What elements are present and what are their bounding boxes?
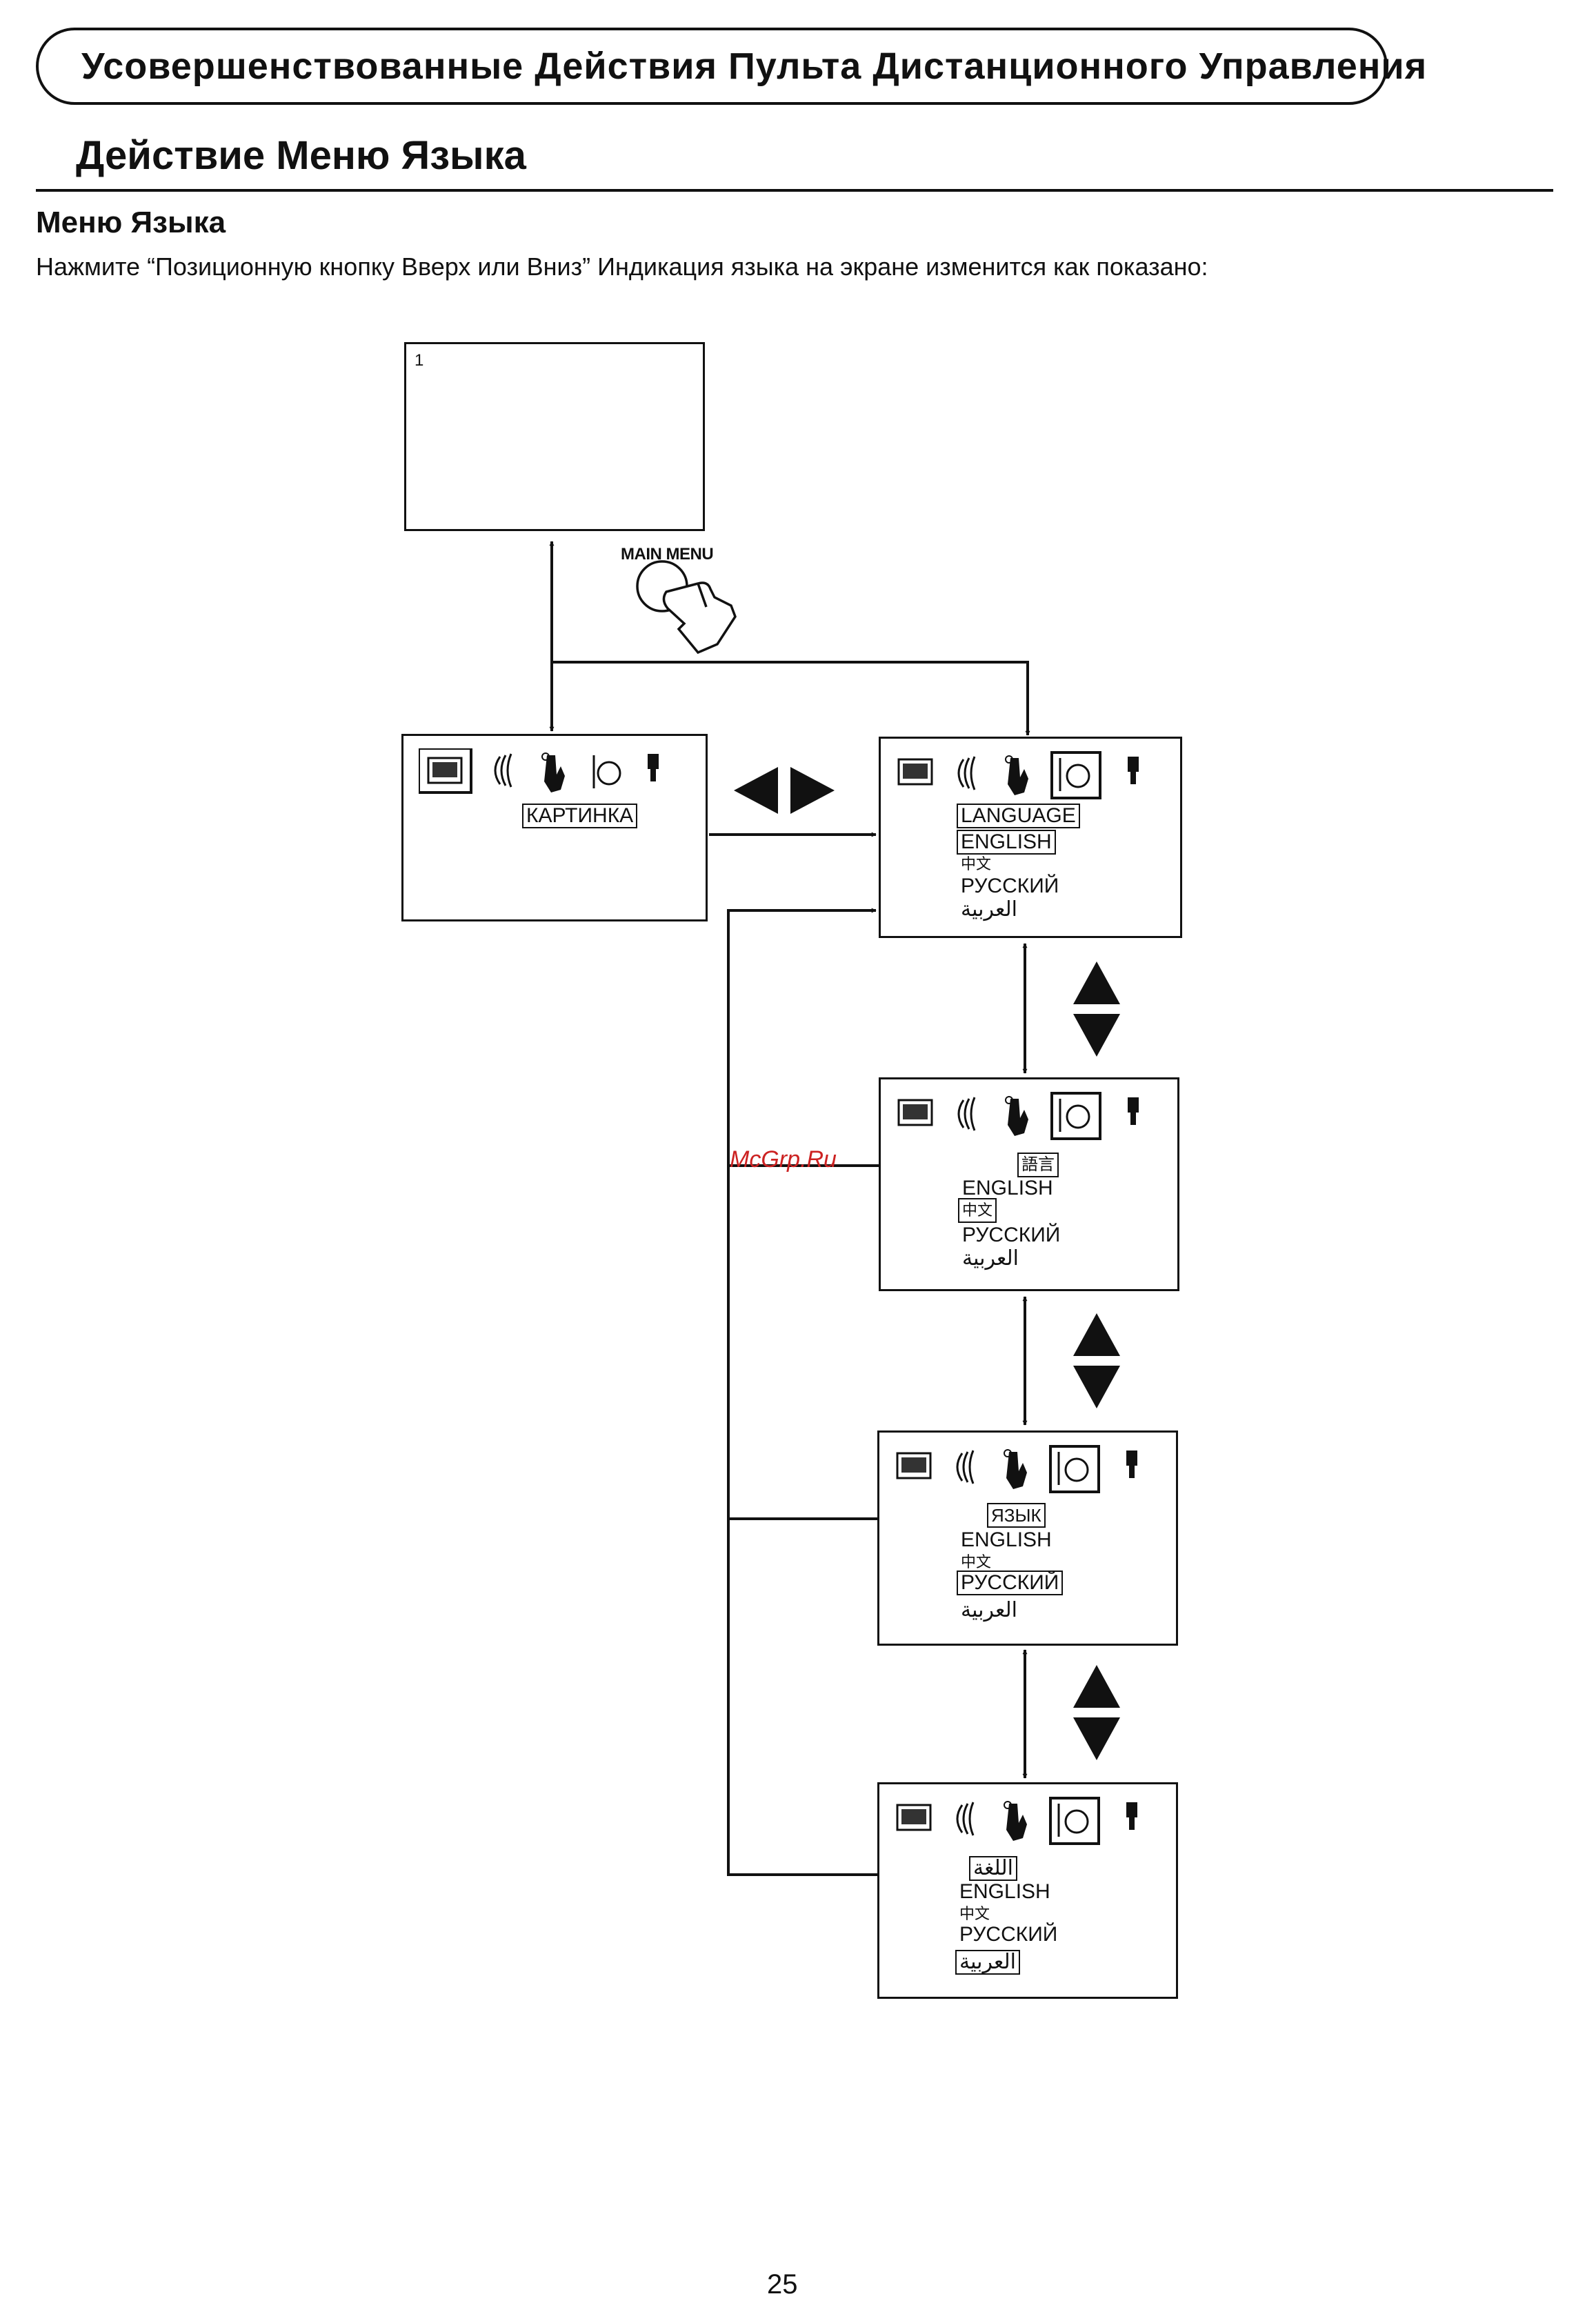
page-number: 25 [767,2269,798,2300]
option-russian: РУССКИЙ [957,1571,1064,1595]
return-loop [727,908,879,1876]
power-plug-icon [648,754,659,781]
language-menu-screen-3: ЯЗЫК ENGLISH 中文 РУССКИЙ العربية [877,1430,1178,1646]
option-chinese: 中文 [961,855,992,873]
tv-screen: 1 [404,342,705,531]
option-english: ENGLISH [959,1880,1050,1903]
watermark: McGrp.Ru [730,1146,837,1173]
menu-icon-row [897,751,1139,799]
hand-setup-icon [1005,755,1028,795]
power-plug-icon [1126,1802,1137,1830]
language-dial-icon [592,755,621,788]
language-dial-icon [1057,1452,1089,1485]
section-title: Действие Меню Языка [76,133,526,178]
sound-icon [957,1097,976,1131]
picture-icon [896,1452,932,1479]
subsection-title: Меню Языка [36,206,226,239]
option-english: ENGLISH [957,830,1056,855]
language-heading: ЯЗЫК [987,1503,1046,1528]
option-chinese: 中文 [959,1905,990,1922]
language-menu-screen-4: اللغة ENGLISH 中文 РУССКИЙ العربية [877,1782,1178,1999]
language-heading: LANGUAGE [957,804,1080,828]
option-english: ENGLISH [961,1528,1052,1551]
chapter-banner: Усовершенствованные Действия Пульта Дист… [36,28,1426,105]
main-menu-screen: КАРТИНКА [401,734,708,921]
picture-icon [427,757,463,784]
hand-setup-icon [1004,1449,1027,1489]
language-dial-icon [1059,758,1090,791]
language-menu-screen-1: LANGUAGE ENGLISH 中文 РУССКИЙ العربية [879,737,1182,938]
power-plug-icon [1126,1450,1137,1478]
section-divider [36,189,1553,192]
option-english: ENGLISH [962,1177,1053,1199]
power-plug-icon [1128,757,1139,784]
hand-setup-icon [1005,1096,1028,1136]
picture-icon [897,758,933,786]
menu-icon-row [419,748,659,794]
main-menu-button-label: MAIN MENU [621,545,714,564]
sound-icon [956,1450,975,1484]
option-chinese: 中文 [961,1553,992,1571]
picture-icon [897,1099,933,1126]
option-arabic: العربية [955,1950,1020,1975]
hand-setup-icon [541,752,565,792]
power-plug-icon [1128,1097,1139,1125]
hand-setup-icon [1004,1801,1027,1841]
pointing-finger-press-icon [636,560,737,655]
option-russian: РУССКИЙ [959,1923,1058,1946]
option-russian: РУССКИЙ [962,1224,1061,1246]
arrow-to-language-menu [552,661,1030,736]
sound-icon [956,1802,975,1836]
up-down-triangle-icons [1073,961,1120,1760]
option-arabic: العربية [961,1598,1017,1622]
language-heading: 語言 [1017,1153,1059,1177]
instruction-text: Нажмите “Позиционную кнопку Вверх или Вн… [36,252,1208,281]
option-chinese: 中文 [958,1198,997,1223]
left-right-triangle-icons [734,767,835,814]
sound-icon [957,756,976,790]
sound-icon [494,753,512,788]
language-dial-icon [1059,1099,1090,1132]
menu-icon-row [897,1092,1139,1140]
menu-icon-row [896,1797,1137,1845]
option-arabic: العربية [961,897,1017,921]
language-menu-screen-2: 語言 ENGLISH 中文 РУССКИЙ العربية [879,1077,1179,1291]
option-arabic: العربية [962,1246,1019,1270]
language-heading: اللغة [969,1856,1017,1881]
chapter-title: Усовершенствованные Действия Пульта Дист… [81,46,1428,87]
picture-icon [896,1804,932,1831]
option-russian: РУССКИЙ [961,875,1059,897]
menu-icon-row [896,1445,1137,1493]
screen-number: 1 [415,351,424,370]
main-menu-highlighted-label: КАРТИНКА [522,804,638,828]
language-dial-icon [1057,1804,1089,1837]
